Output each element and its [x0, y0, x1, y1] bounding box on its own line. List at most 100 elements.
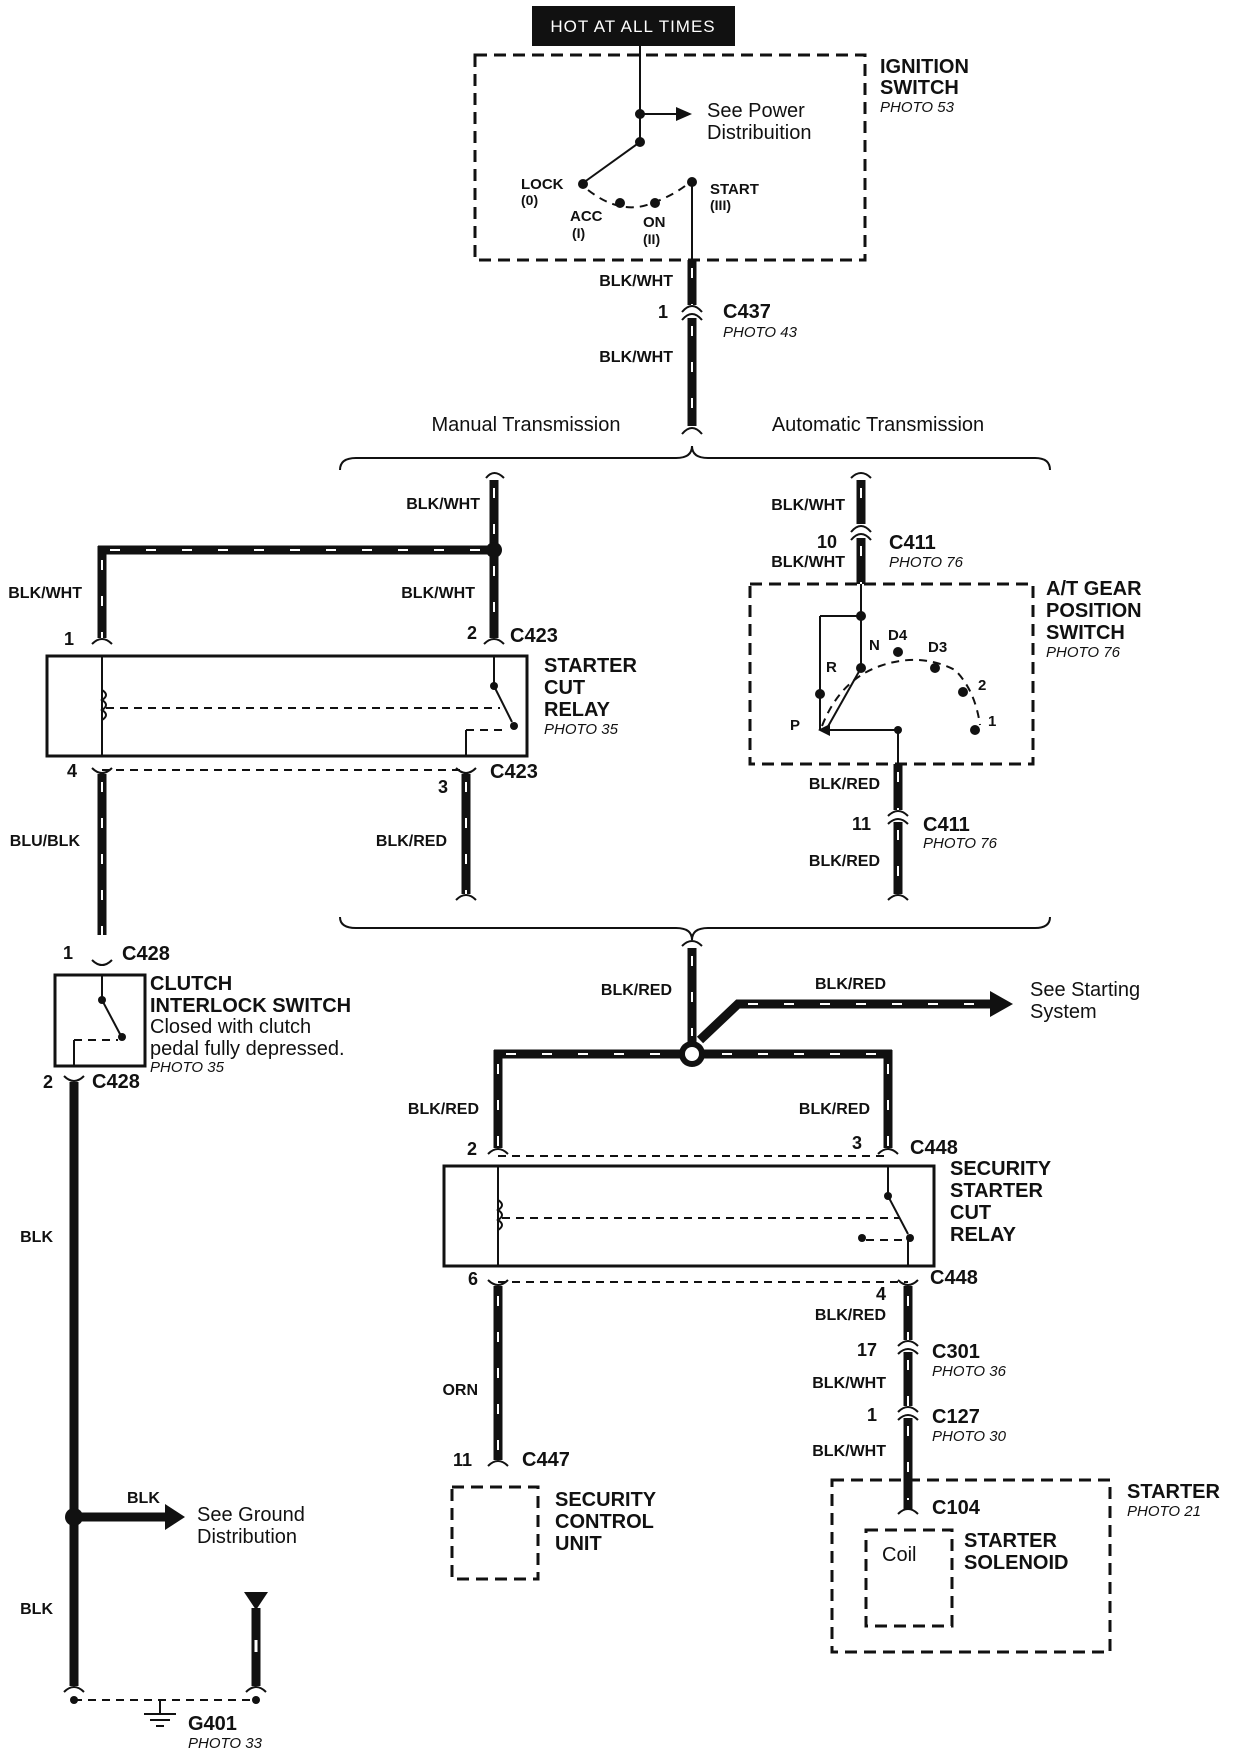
- c428-top: C428: [122, 943, 170, 965]
- clutch-switch-box: [53, 973, 147, 1068]
- merge-brace: [339, 916, 1051, 941]
- sec-wire-orn: ORN: [442, 1382, 478, 1399]
- clutch-pin1: 1: [63, 943, 73, 963]
- sec-unit-3: UNIT: [555, 1533, 602, 1555]
- see-ground-2: Distribution: [197, 1526, 297, 1548]
- sec-wire-blkwht2: BLK/WHT: [812, 1443, 886, 1460]
- at-switch-2: POSITION: [1046, 600, 1142, 622]
- starter-cut-relay-1: STARTER: [544, 655, 638, 677]
- sec-pin11: 11: [453, 1450, 472, 1470]
- manual-wire-blkred: BLK/RED: [376, 833, 447, 850]
- pos-d4: D4: [888, 627, 908, 644]
- c447-label: C447: [522, 1449, 570, 1471]
- starter-cut-relay-3: RELAY: [544, 699, 611, 721]
- on-num: (II): [643, 231, 660, 247]
- c437-photo: PHOTO 43: [723, 324, 798, 341]
- manual-wire-top: BLK/WHT: [406, 496, 480, 513]
- transmission-brace: Manual Transmission Automatic Transmissi…: [339, 414, 1051, 471]
- sec-wire-starting: BLK/RED: [815, 976, 886, 993]
- auto-pin10: 10: [817, 532, 837, 552]
- sec-pin1: 1: [867, 1405, 877, 1425]
- c411-top-photo: PHOTO 76: [889, 554, 964, 571]
- c437-name: C437: [723, 301, 771, 323]
- starter-cut-relay-box: [45, 654, 529, 758]
- hot-at-all-times-banner: HOT AT ALL TIMES: [532, 6, 735, 46]
- c437-pin: 1: [658, 302, 668, 322]
- clutch-interlock: 1 C428 CLUTCH INTERLOCK SWITCH Closed wi…: [20, 943, 351, 1752]
- pos-d3: D3: [928, 639, 947, 656]
- start-num: (III): [710, 197, 731, 213]
- lock-label: LOCK: [521, 176, 564, 193]
- c127-label: C127: [932, 1406, 980, 1428]
- sec-pin3: 3: [852, 1133, 862, 1153]
- c104-label: C104: [932, 1497, 981, 1519]
- sec-wire-in: BLK/RED: [601, 982, 672, 999]
- sec-pin6: 6: [468, 1269, 478, 1289]
- at-switch-photo: PHOTO 76: [1046, 644, 1121, 661]
- ignition-title-2: SWITCH: [880, 77, 959, 99]
- auto-pin11: 11: [852, 814, 871, 834]
- security-branch: BLK/RED BLK/RED See Starting System BLK/…: [408, 940, 1140, 1581]
- clutch-photo: PHOTO 35: [150, 1059, 225, 1076]
- starter-solenoid-box: [864, 1528, 954, 1628]
- automatic-label: Automatic Transmission: [772, 414, 984, 436]
- clutch-title-2: INTERLOCK SWITCH: [150, 995, 351, 1017]
- auto-wire-below: BLK/RED: [809, 853, 880, 870]
- solenoid-2: SOLENOID: [964, 1552, 1068, 1574]
- clutch-desc-2: pedal fully depressed.: [150, 1038, 345, 1060]
- g401-label: G401: [188, 1713, 237, 1735]
- pos-r: R: [826, 659, 837, 676]
- on-label: ON: [643, 214, 666, 231]
- c301-photo: PHOTO 36: [932, 1363, 1007, 1380]
- c437-wire-top: BLK/WHT: [599, 273, 673, 290]
- auto-wire-under: BLK/WHT: [771, 554, 845, 571]
- manual-wire-right: BLK/WHT: [401, 585, 475, 602]
- c423-bottom: C423: [490, 761, 538, 783]
- manual-pin4: 4: [67, 761, 77, 781]
- ground-wire-blk: BLK: [127, 1490, 160, 1507]
- manual-wire-left: BLK/WHT: [8, 585, 82, 602]
- starter-box: [830, 1478, 1112, 1654]
- see-starting-1: See Starting: [1030, 979, 1140, 1001]
- c301-label: C301: [932, 1341, 980, 1363]
- manual-branch: BLK/WHT BLK/WHT BLK/WHT 1 2 C423 STARTER…: [8, 472, 638, 935]
- manual-label: Manual Transmission: [432, 414, 621, 436]
- ignition-photo: PHOTO 53: [880, 99, 955, 116]
- starter-title: STARTER: [1127, 1481, 1221, 1503]
- at-gear-switch-box: [748, 582, 1035, 766]
- c127-photo: PHOTO 30: [932, 1428, 1007, 1445]
- security-unit-box: [450, 1485, 540, 1581]
- manual-pin2: 2: [467, 623, 477, 643]
- power-arrow-icon: [676, 107, 692, 121]
- auto-wire-out: BLK/RED: [809, 776, 880, 793]
- sec-relay-4: RELAY: [950, 1224, 1017, 1246]
- pos-1: 1: [988, 713, 996, 730]
- sec-pin2: 2: [467, 1139, 477, 1159]
- automatic-branch: BLK/WHT 10 C411 PHOTO 76 BLK/WHT N D4 D3…: [748, 472, 1142, 901]
- pos-n: N: [869, 637, 880, 654]
- sec-relay-2: STARTER: [950, 1180, 1044, 1202]
- acc-num: (I): [572, 225, 585, 241]
- c448-bottom: C448: [930, 1267, 978, 1289]
- clutch-wire-blk2: BLK: [20, 1601, 53, 1618]
- ignition-switch: IGNITION SWITCH PHOTO 53 See Power Distr…: [473, 46, 969, 262]
- c411-bottom-photo: PHOTO 76: [923, 835, 998, 852]
- g401-photo: PHOTO 33: [188, 1735, 263, 1752]
- acc-label: ACC: [570, 208, 603, 225]
- c411-bottom: C411: [923, 814, 970, 836]
- sec-wire-blkwht1: BLK/WHT: [812, 1375, 886, 1392]
- solenoid-1: STARTER: [964, 1530, 1058, 1552]
- lock-num: (0): [521, 192, 538, 208]
- c423-top: C423: [510, 625, 558, 647]
- clutch-title-1: CLUTCH: [150, 973, 232, 995]
- pos-p: P: [790, 717, 800, 734]
- manual-wire-blu: BLU/BLK: [10, 833, 81, 850]
- sec-relay-3: CUT: [950, 1202, 991, 1224]
- clutch-wire-blk1: BLK: [20, 1229, 53, 1246]
- see-starting-2: System: [1030, 1001, 1097, 1023]
- manual-pin3: 3: [438, 777, 448, 797]
- c448-top: C448: [910, 1137, 958, 1159]
- sec-unit-2: CONTROL: [555, 1511, 654, 1533]
- sec-wire-blkred: BLK/RED: [815, 1307, 886, 1324]
